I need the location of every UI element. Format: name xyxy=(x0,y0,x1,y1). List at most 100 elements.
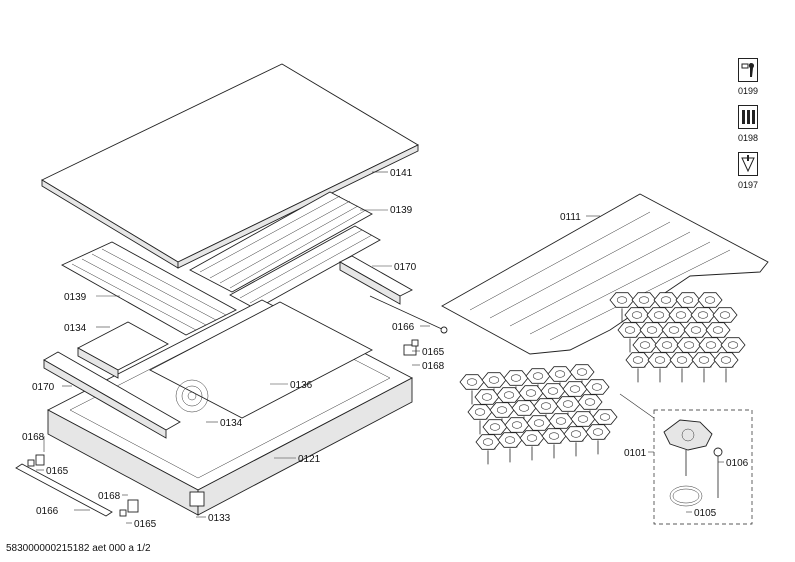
coil-center xyxy=(712,326,724,334)
inner-plate[interactable] xyxy=(149,301,373,419)
coil-hex xyxy=(482,419,508,435)
bracket-left[interactable] xyxy=(77,321,169,379)
coil-hex xyxy=(547,366,573,382)
coil-hex xyxy=(577,394,603,410)
frame-left[interactable] xyxy=(43,351,181,439)
coil-hex xyxy=(563,426,589,442)
coil-center xyxy=(570,430,582,438)
label-0170-left: 0170 xyxy=(32,382,55,393)
coil-center xyxy=(683,341,695,349)
coil-hex xyxy=(541,428,567,444)
label-0168-right: 0168 xyxy=(422,361,445,372)
label-0133: 0133 xyxy=(208,513,231,524)
coil-hex xyxy=(609,292,635,308)
coil-hex xyxy=(519,430,545,446)
tool-icon[interactable] xyxy=(738,58,758,82)
label-0168-left: 0168 xyxy=(22,432,45,443)
coil-center xyxy=(533,419,545,427)
coil-hex xyxy=(585,424,611,440)
coil-hex xyxy=(669,352,695,368)
coil-hex xyxy=(631,292,657,308)
coil-hex xyxy=(675,292,701,308)
coil-hex xyxy=(540,383,566,399)
coil-center xyxy=(654,356,666,364)
label-0134-bottom: 0134 xyxy=(220,418,243,429)
coil-center xyxy=(540,402,552,410)
coil-hex xyxy=(705,322,731,338)
label-0198: 0198 xyxy=(738,133,759,143)
coil-center xyxy=(555,417,567,425)
coil-center xyxy=(489,423,501,431)
coil-hex xyxy=(625,352,651,368)
document-footer: 583000000215182 aet 000 a 1/2 xyxy=(6,543,151,554)
screws-icon[interactable] xyxy=(738,105,758,129)
coil-center xyxy=(503,391,515,399)
coil-hex xyxy=(481,372,507,388)
coil-center xyxy=(592,428,604,436)
label-0106: 0106 xyxy=(726,458,749,469)
coil-center xyxy=(676,356,688,364)
coil-center xyxy=(511,421,523,429)
coil-center xyxy=(616,296,628,304)
glass-ceramic-panel[interactable] xyxy=(41,63,419,269)
coil-center xyxy=(554,370,566,378)
insulation-mat[interactable] xyxy=(441,193,769,355)
coil-center xyxy=(675,311,687,319)
coil-hex xyxy=(690,307,716,323)
coil-center xyxy=(591,383,603,391)
coil-hex xyxy=(525,368,551,384)
label-0166-right: 0166 xyxy=(392,322,415,333)
frame-right[interactable] xyxy=(339,255,413,305)
coil-center xyxy=(682,296,694,304)
coil-center xyxy=(510,374,522,382)
label-0197: 0197 xyxy=(738,180,759,190)
label-0165-left: 0165 xyxy=(46,466,69,477)
coil-hex xyxy=(518,385,544,401)
coil-hex xyxy=(676,337,702,353)
rod-right[interactable] xyxy=(369,295,448,334)
label-0111: 0111 xyxy=(560,212,581,223)
label-0121: 0121 xyxy=(298,454,321,465)
coil-center xyxy=(466,378,478,386)
coil-center xyxy=(548,432,560,440)
coil-hex xyxy=(504,417,530,433)
coil-center xyxy=(705,341,717,349)
coil-center xyxy=(488,376,500,384)
coil-center xyxy=(504,436,516,444)
coil-hex xyxy=(683,322,709,338)
coil-hex xyxy=(511,400,537,416)
induction-coils[interactable] xyxy=(459,292,746,465)
coil-hex xyxy=(624,307,650,323)
coil-center xyxy=(639,341,651,349)
coil-center xyxy=(646,326,658,334)
coil-hex xyxy=(569,364,595,380)
coil-center xyxy=(482,438,494,446)
coil-center xyxy=(661,341,673,349)
coil-hex xyxy=(713,352,739,368)
label-0139-right: 0139 xyxy=(390,205,413,216)
rails-right[interactable] xyxy=(189,191,381,310)
coil-hex xyxy=(697,292,723,308)
label-0165-right: 0165 xyxy=(422,347,445,358)
label-0170-right: 0170 xyxy=(394,262,417,273)
coil-center xyxy=(532,372,544,380)
coil-hex xyxy=(632,337,658,353)
coil-center xyxy=(653,311,665,319)
clips[interactable] xyxy=(27,339,419,517)
coil-hex xyxy=(668,307,694,323)
bar-bottom[interactable] xyxy=(15,463,113,517)
coil-hex xyxy=(653,292,679,308)
coil-center xyxy=(577,415,589,423)
coil-center xyxy=(727,341,739,349)
coil-hex xyxy=(467,404,493,420)
grease-icon[interactable] xyxy=(738,152,758,176)
coil-hex xyxy=(489,402,515,418)
coil-center xyxy=(562,400,574,408)
rails-left[interactable] xyxy=(61,241,237,336)
label-0168-bottom: 0168 xyxy=(98,491,121,502)
coil-hex xyxy=(646,307,672,323)
coil-center xyxy=(697,311,709,319)
coil-hex xyxy=(555,396,581,412)
coil-hex xyxy=(617,322,643,338)
